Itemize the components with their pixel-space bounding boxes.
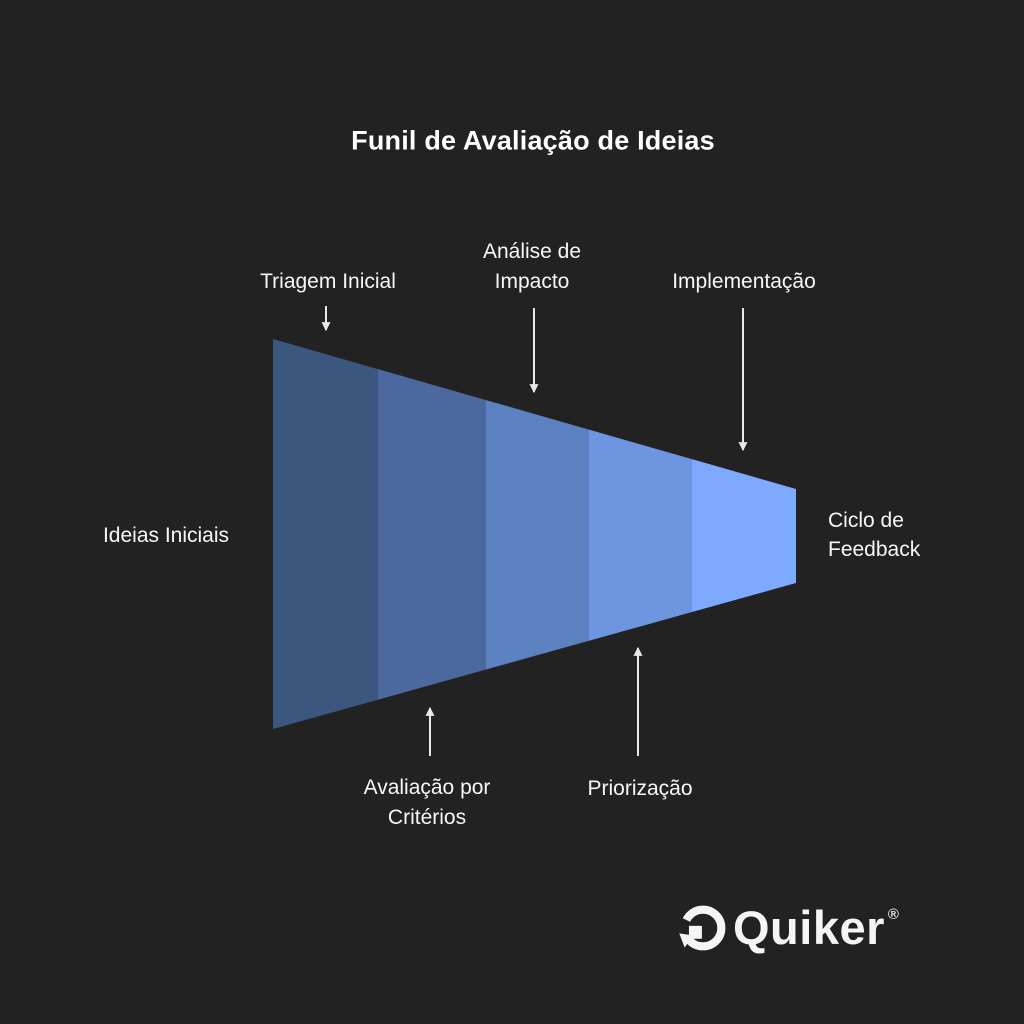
- funnel-segment-5: [692, 459, 796, 613]
- page-title: Funil de Avaliação de Ideias: [351, 125, 715, 156]
- label-avaliacao-por-criterios: Avaliação por Critérios: [363, 776, 491, 829]
- quiker-logo-text: Quiker: [733, 901, 885, 954]
- funnel-segment-1: [273, 339, 378, 729]
- label-priorizacao: Priorização: [587, 777, 693, 800]
- funnel-segment-3: [486, 400, 589, 670]
- registered-trademark-symbol: ®: [887, 906, 899, 923]
- quiker-logo-icon: [676, 905, 726, 951]
- label-triagem-inicial: Triagem Inicial: [260, 270, 396, 293]
- label-ciclo-de-feedback: Ciclo de Feedback: [828, 509, 921, 561]
- annotation-arrows: [321, 306, 748, 756]
- label-implementacao: Implementação: [672, 270, 816, 293]
- quiker-logo: Quiker ®: [676, 899, 899, 957]
- funnel-segment-4: [589, 429, 692, 641]
- funnel-segments: [273, 339, 796, 729]
- funnel-segment-2: [378, 369, 486, 700]
- label-ideias-iniciais: Ideias Iniciais: [102, 524, 230, 547]
- label-analise-de-impacto: Análise de Impacto: [482, 240, 582, 293]
